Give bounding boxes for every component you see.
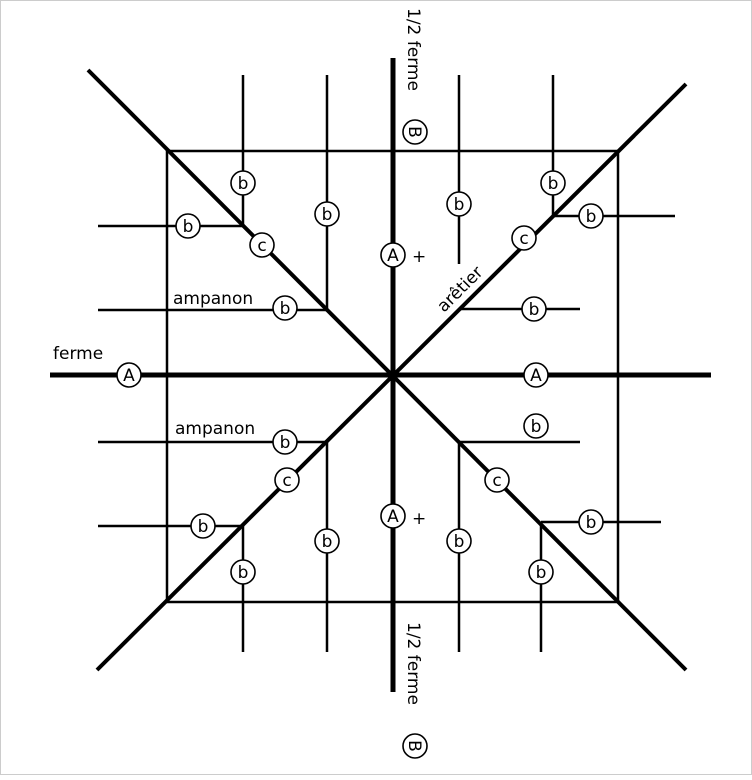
marker-circle [446,528,472,554]
marker-A: A [116,362,142,388]
marker-letter: c [282,471,291,491]
ampanon-label-bottom: ampanon [175,419,255,439]
marker-letter: b [198,517,209,537]
marker-letter: b [536,563,547,583]
half-ferme-label-bottom: 1/2 ferme [403,622,423,705]
marker-circle [314,201,340,227]
marker-letter: c [519,229,528,249]
marker-circle [175,213,201,239]
marker-letter: B [404,126,424,138]
marker-b: b [230,559,256,585]
marker-circle [314,528,340,554]
marker-b: b [446,528,472,554]
marker-c: c [274,467,300,493]
marker-letter: b [454,195,465,215]
marker-letter: b [280,433,291,453]
marker-letter: b [586,513,597,533]
marker-c: c [484,467,510,493]
marker-circle [380,503,406,529]
marker-b: b [523,413,549,439]
marker-letter: b [529,300,540,320]
ferme-label: ferme [53,344,103,364]
plus-sign-top: + [412,247,426,267]
marker-circle [578,509,604,535]
marker-B: B [402,119,428,145]
marker-circle [116,362,142,388]
marker-b: b [446,191,472,217]
marker-letter: b [280,299,291,319]
marker-b: b [175,213,201,239]
marker-letter: b [238,174,249,194]
marker-letter: c [257,236,266,256]
marker-A: A [523,362,549,388]
marker-b: b [272,429,298,455]
marker-b: b [190,513,216,539]
marker-letter: b [322,205,333,225]
marker-circle [578,203,604,229]
marker-circle [511,225,537,251]
marker-A: A [380,242,406,268]
marker-circle [523,362,549,388]
marker-b: b [314,201,340,227]
ampanon-label-top: ampanon [173,289,253,309]
half-ferme-label-top: 1/2 ferme [403,8,423,91]
marker-circle [249,232,275,258]
marker-A: A [380,503,406,529]
marker-b: b [230,170,256,196]
marker-c: c [511,225,537,251]
marker-letter: A [123,366,135,386]
marker-circle [402,119,428,145]
marker-letter: c [492,471,501,491]
marker-letter: A [387,246,399,266]
marker-b: b [314,528,340,554]
marker-circle [446,191,472,217]
marker-letter: b [238,563,249,583]
marker-letter: b [322,532,333,552]
marker-circle [484,467,510,493]
marker-letter: b [586,207,597,227]
marker-circle [540,170,566,196]
jack-rafters [98,75,675,652]
marker-circle [380,242,406,268]
marker-circle [230,559,256,585]
marker-circle [521,296,547,322]
marker-c: c [249,232,275,258]
marker-letter: b [531,417,542,437]
marker-circle [190,513,216,539]
plus-sign-bottom: + [412,509,426,529]
marker-letter: B [404,740,424,752]
hip-diagonal-main [86,68,688,672]
marker-circle [402,733,428,759]
marker-B: B [402,733,428,759]
marker-b: b [528,559,554,585]
marker-circle [523,413,549,439]
marker-b: b [272,295,298,321]
marker-letter: A [387,507,399,527]
marker-circle [274,467,300,493]
marker-letter: b [548,174,559,194]
marker-letter: b [454,532,465,552]
marker-letter: A [530,366,542,386]
marker-circle [528,559,554,585]
marker-circle [230,170,256,196]
marker-letter: b [183,217,194,237]
marker-circle [272,295,298,321]
marker-circle [272,429,298,455]
marker-b: b [578,509,604,535]
marker-b: b [521,296,547,322]
marker-b: b [540,170,566,196]
marker-b: b [578,203,604,229]
